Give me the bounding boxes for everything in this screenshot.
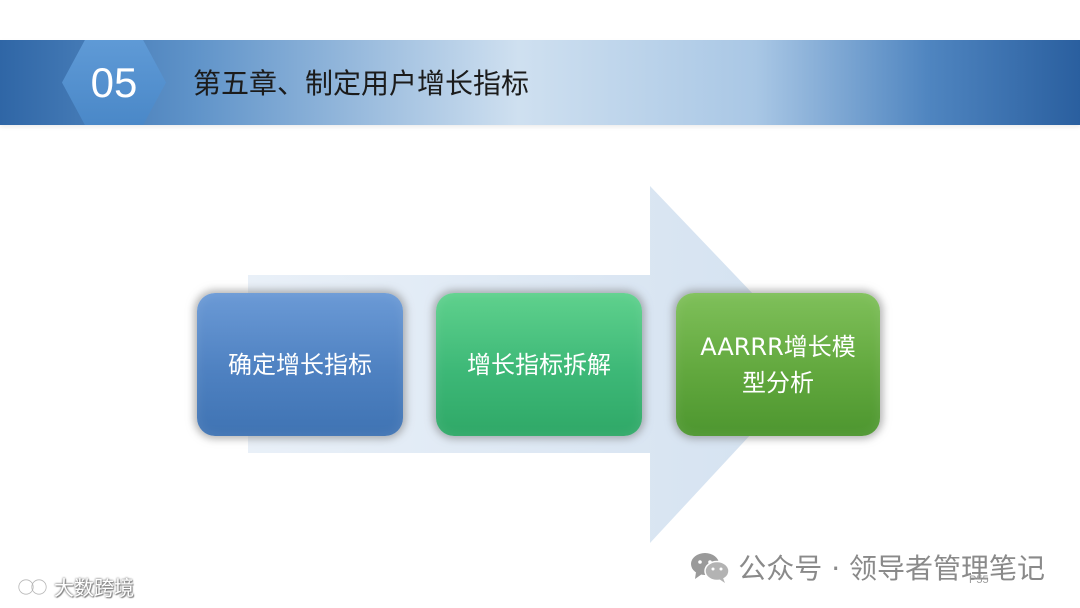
brand-logo-icon — [6, 578, 47, 595]
step-box-1: 确定增长指标 — [197, 293, 403, 436]
chapter-number-badge: 05 — [62, 40, 166, 125]
brand-text: 大数跨境 — [54, 576, 134, 600]
wechat-icon — [691, 553, 731, 583]
brand-watermark: 大数跨境 — [4, 572, 134, 601]
header-banner — [0, 40, 1080, 125]
step-box-3: AARRR增长模型分析 — [676, 293, 880, 436]
wechat-watermark: 公众号 · 领导者管理笔记 — [690, 547, 1045, 587]
step-box-2: 增长指标拆解 — [436, 293, 642, 436]
chapter-number: 05 — [90, 58, 138, 106]
watermark-text: 公众号 · 领导者管理笔记 — [738, 552, 1045, 585]
page-number: P55 — [969, 574, 989, 586]
step-label: 增长指标拆解 — [467, 350, 611, 379]
chapter-title: 第五章、制定用户增长指标 — [193, 67, 530, 100]
step-label: AARRR增长模型分析 — [700, 332, 856, 397]
step-label: 确定增长指标 — [228, 350, 372, 379]
